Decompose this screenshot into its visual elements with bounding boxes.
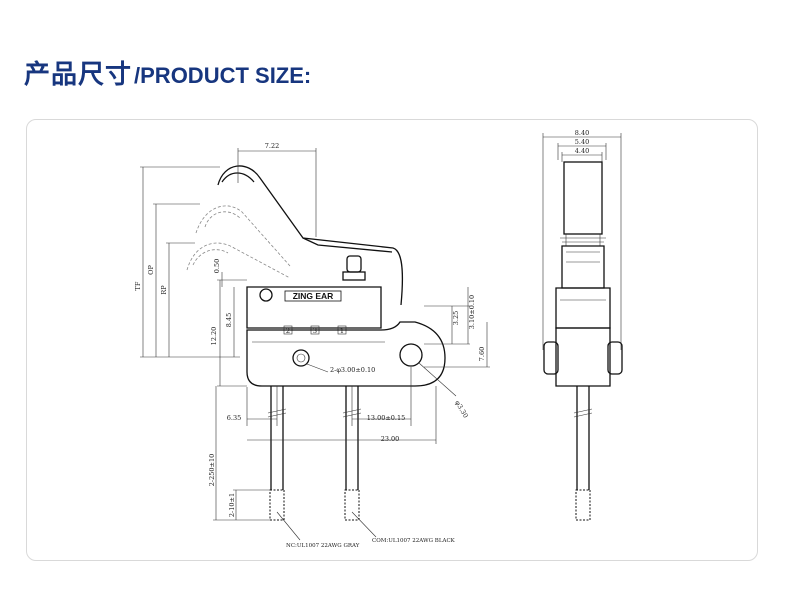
dim-plunger-offset: 0.50	[213, 259, 221, 273]
lever-hook	[221, 172, 255, 183]
pin-label-1: 1	[340, 327, 344, 335]
switch-body	[246, 286, 382, 329]
large-mounting-hole	[399, 343, 423, 367]
side-view: 8.40 5.40 4.40	[542, 129, 623, 521]
dim-right-h3: 7.60	[478, 347, 486, 361]
brand-label: ZING EAR	[293, 291, 334, 301]
dim-tf: TF	[134, 281, 142, 290]
small-mounting-hole-inner	[296, 353, 306, 363]
overmold-housing	[246, 321, 446, 387]
lever-ghost-op-inner	[204, 211, 241, 228]
pin-label-3: 3	[313, 327, 317, 335]
lever-arm	[217, 165, 404, 306]
side-body-mid	[555, 287, 611, 329]
side-wire-break	[573, 408, 593, 418]
dim-lever-length: 7.22	[265, 142, 279, 150]
side-housing	[555, 327, 611, 387]
plunger-base	[342, 271, 366, 281]
lever-ghost-rp	[186, 242, 291, 279]
leader-small-hole	[306, 363, 329, 373]
lever-edge	[302, 237, 393, 253]
side-body-lines	[566, 251, 600, 263]
dim-pitch-mid: 13.00±0.15	[367, 414, 406, 422]
dim-side-width-2: 5.40	[575, 138, 589, 146]
dim-strip-length: 2-10±1	[228, 493, 236, 517]
dim-line-rp	[166, 242, 195, 357]
title-english: /PRODUCT SIZE:	[134, 63, 312, 88]
front-view: ZING EAR 2 3 1 7.22 TF OP RP 12.	[134, 142, 490, 549]
dim-side-width-3: 4.40	[575, 147, 589, 155]
stripped-end-com	[344, 489, 360, 521]
note-com-wire: COM:UL1007 22AWG BLACK	[372, 538, 456, 544]
side-lever	[563, 161, 603, 235]
small-mounting-hole	[292, 349, 310, 367]
dim-ext-lines	[246, 367, 437, 444]
dim-width-total: 23.00	[381, 435, 400, 443]
wire-com	[345, 386, 359, 490]
dim-line-side-w3	[561, 152, 603, 162]
dim-rp: RP	[160, 285, 168, 295]
dim-pitch-left: 6.35	[227, 414, 241, 422]
wire-nc	[270, 386, 284, 490]
leader-com	[351, 511, 377, 538]
leader-nc	[276, 511, 301, 541]
note-nc-wire: NC:UL1007 22AWG GRAY	[286, 543, 360, 549]
dim-body-height: 8.45	[225, 313, 233, 327]
wire-break-marks	[267, 408, 362, 414]
dim-large-hole: φ3.30	[453, 399, 469, 419]
dim-line-wire	[213, 386, 270, 521]
dim-line-tf	[140, 166, 240, 358]
dim-line-overall	[217, 279, 247, 387]
dim-right-h2: 3.10±0.10	[468, 295, 476, 329]
side-lever-detail	[560, 237, 606, 243]
leader-large-hole	[418, 362, 457, 397]
dim-wire-length: 2-250±10	[208, 454, 216, 486]
dim-small-hole: 2-φ3.00±0.10	[330, 366, 375, 374]
page-title: 产品尺寸 /PRODUCT SIZE:	[24, 54, 311, 90]
dim-line-lever	[237, 148, 317, 237]
lever-ghost-rp-inner	[192, 249, 229, 266]
dim-lines-right	[424, 287, 490, 368]
plunger-button	[346, 255, 362, 273]
dim-line-op	[153, 203, 200, 357]
side-lever-neck	[565, 234, 601, 247]
dim-right-h1: 3.25	[452, 311, 460, 325]
drawing-panel	[26, 119, 758, 561]
dim-op: OP	[147, 265, 155, 275]
dim-line-side-w2	[557, 143, 607, 160]
stripped-end-nc	[269, 489, 285, 521]
side-stripped-end	[575, 489, 591, 521]
side-boss-left	[543, 341, 559, 375]
pin-label-2: 2	[286, 327, 290, 335]
dim-overall-height: 12.20	[210, 327, 218, 346]
title-chinese: 产品尺寸	[24, 60, 133, 90]
dim-side-width-1: 8.40	[575, 129, 589, 137]
lever-ghost-op	[195, 205, 291, 267]
dim-line-side-w1	[542, 133, 622, 350]
side-boss-right	[607, 341, 623, 375]
brand-box	[284, 290, 342, 302]
body-mount-hole	[259, 288, 273, 302]
side-wire	[576, 386, 590, 490]
wire-break-marks-2	[267, 412, 362, 418]
